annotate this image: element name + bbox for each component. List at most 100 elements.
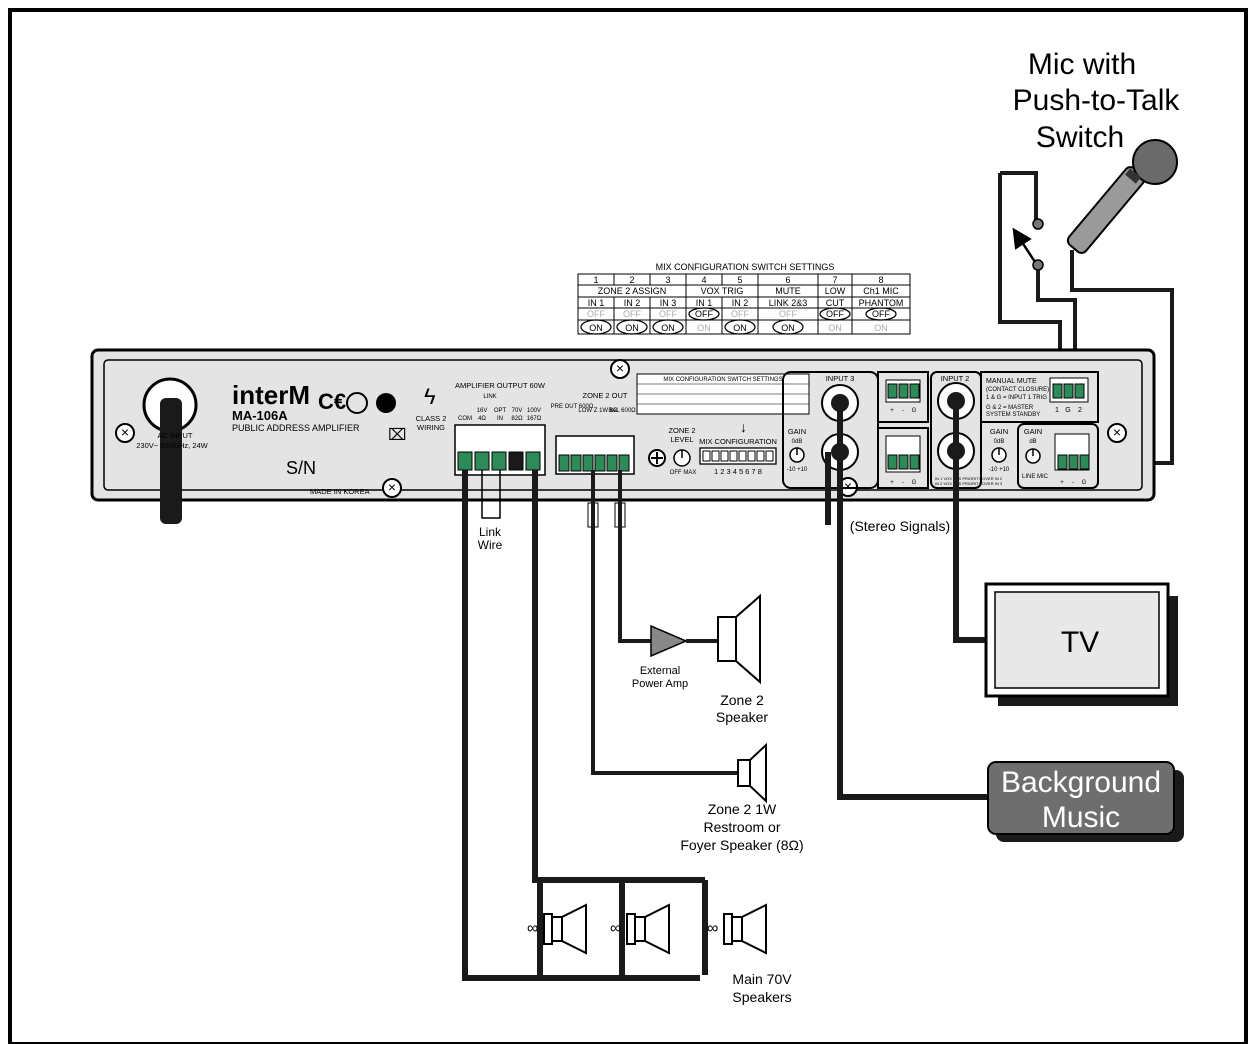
priority-note-1: IN 1 VOX HAS PRIORITY OVER IN 2 bbox=[935, 476, 1003, 481]
svg-text:Restroom or: Restroom or bbox=[703, 819, 780, 835]
svg-text:1 & G = INPUT 1 TRIG: 1 & G = INPUT 1 TRIG bbox=[986, 395, 1047, 401]
mix-config-table: MIX CONFIGURATION SWITCH SETTINGS 1 2 3 … bbox=[577, 262, 911, 335]
zone2-speaker-label-2: Speaker bbox=[716, 709, 768, 725]
input2-gain-db: 0dB bbox=[994, 439, 1005, 445]
svg-text:IN 1: IN 1 bbox=[696, 298, 713, 308]
svg-text:16V: 16V bbox=[477, 408, 488, 414]
screw-icon: × × × × × bbox=[115, 359, 1127, 498]
svg-text:IN 3: IN 3 bbox=[660, 298, 677, 308]
certification-marks: C€ bbox=[318, 389, 396, 414]
zone2-terminal-labels: PRE OUT 600Ω LOW Z 1W 8Ω BAL 600Ω bbox=[551, 404, 637, 414]
svg-text:Foyer Speaker (8Ω): Foyer Speaker (8Ω) bbox=[680, 837, 803, 853]
svg-text:7: 7 bbox=[832, 275, 837, 285]
restroom-speaker-icon bbox=[737, 742, 767, 804]
svg-text:MUTE: MUTE bbox=[775, 286, 801, 296]
svg-text:3: 3 bbox=[665, 275, 670, 285]
zone2-terminal-block[interactable] bbox=[555, 435, 635, 475]
svg-text:OPT: OPT bbox=[494, 408, 507, 414]
svg-text:+: + bbox=[1060, 480, 1064, 486]
amp-output-label: AMPLIFIER OUTPUT 60W bbox=[455, 381, 546, 390]
speaker-output-terminal-block[interactable] bbox=[454, 424, 546, 476]
svg-text:G: G bbox=[912, 480, 917, 486]
svg-text:OFF: OFF bbox=[872, 309, 890, 319]
svg-text:4Ω: 4Ω bbox=[478, 416, 486, 422]
ac-power-cord-icon bbox=[142, 377, 198, 524]
bgm-label-line1: Background bbox=[1001, 766, 1161, 799]
svg-text:CUT: CUT bbox=[826, 298, 845, 308]
svg-text:ON: ON bbox=[733, 323, 747, 333]
manual-mute-terminal-block[interactable] bbox=[1049, 377, 1089, 403]
dip-numbers-label: 1 2 3 4 5 6 7 8 bbox=[714, 467, 762, 476]
svg-text:ON: ON bbox=[625, 323, 639, 333]
svg-text:-: - bbox=[902, 408, 904, 414]
ac-input-label: AC INPUT bbox=[157, 431, 192, 440]
tv-label: TV bbox=[1061, 626, 1099, 659]
svg-text:2: 2 bbox=[1078, 407, 1082, 414]
svg-text:GAIN: GAIN bbox=[1024, 427, 1042, 436]
svg-text:INPUT 3: INPUT 3 bbox=[826, 374, 855, 383]
svg-text:LOW: LOW bbox=[825, 286, 846, 296]
svg-text:PHANTOM: PHANTOM bbox=[859, 298, 904, 308]
arrow-down-icon: ↓ bbox=[740, 419, 747, 435]
external-power-amp-icon bbox=[650, 624, 718, 658]
stereo-signals-label: (Stereo Signals) bbox=[850, 518, 950, 534]
svg-text:×: × bbox=[616, 360, 624, 376]
input1-terminal-block[interactable] bbox=[1054, 433, 1090, 471]
zone2-out-label: ZONE 2 OUT bbox=[582, 391, 627, 400]
svg-text:OFF: OFF bbox=[623, 309, 641, 319]
svg-text:IN 2: IN 2 bbox=[624, 298, 641, 308]
svg-text:70V: 70V bbox=[512, 408, 523, 414]
link-wire bbox=[481, 470, 501, 519]
input2-gain-knob[interactable] bbox=[991, 447, 1007, 463]
svg-text:OFF: OFF bbox=[826, 309, 844, 319]
input3-wiring bbox=[825, 403, 990, 800]
input3-gain-knob[interactable] bbox=[789, 447, 805, 463]
zone2-speaker-label: Zone 2 bbox=[720, 692, 764, 708]
model-label: MA-106A bbox=[232, 408, 288, 423]
mute-terminal-labels: 1 G 2 bbox=[1055, 407, 1082, 414]
svg-text:G: G bbox=[912, 408, 917, 414]
input1-gain-knob[interactable] bbox=[1025, 448, 1041, 464]
terminal-pm-labels: + - G + - G bbox=[890, 408, 916, 486]
svg-text:COM: COM bbox=[458, 416, 472, 422]
svg-text:5: 5 bbox=[737, 275, 742, 285]
svg-text:OFF: OFF bbox=[695, 309, 713, 319]
input3-screw-terminal-top[interactable] bbox=[877, 371, 929, 423]
svg-text:×: × bbox=[844, 478, 852, 494]
svg-text:G: G bbox=[1082, 480, 1087, 486]
svg-text:Mic with: Mic with bbox=[1028, 48, 1136, 81]
microphone-icon bbox=[1066, 139, 1178, 254]
zone2-level-label-2: LEVEL bbox=[670, 435, 693, 444]
off-max-label: OFF MAX bbox=[670, 470, 697, 476]
svg-text:LOW Z 1W 8Ω: LOW Z 1W 8Ω bbox=[578, 408, 618, 414]
input3-screw-terminal-bottom[interactable] bbox=[877, 427, 929, 489]
speaker-wiring bbox=[462, 470, 708, 981]
svg-text:ON: ON bbox=[781, 323, 795, 333]
svg-text:G & 2 = MASTER: G & 2 = MASTER bbox=[986, 405, 1034, 411]
svg-text:∞: ∞ bbox=[707, 920, 718, 937]
svg-text:C€: C€ bbox=[318, 389, 346, 414]
svg-text:BAL 600Ω: BAL 600Ω bbox=[608, 408, 636, 414]
bgm-label-line2: Music bbox=[1042, 801, 1120, 834]
svg-text:6: 6 bbox=[785, 275, 790, 285]
input3-gain-label: GAIN bbox=[788, 427, 806, 436]
panel-mix-config-table: MIX CONFIGURATION SWITCH SETTINGS bbox=[636, 373, 810, 415]
svg-text:Ch1 MIC: Ch1 MIC bbox=[863, 286, 899, 296]
model-description: PUBLIC ADDRESS AMPLIFIER bbox=[232, 423, 360, 433]
svg-text:×: × bbox=[388, 479, 396, 495]
zone2-level-knob[interactable] bbox=[673, 449, 691, 467]
svg-text:ZONE 2 ASSIGN: ZONE 2 ASSIGN bbox=[598, 286, 667, 296]
ext-amp-label: External bbox=[640, 665, 680, 677]
zone2-level-label: ZONE 2 bbox=[668, 426, 695, 435]
dip-switch-bank[interactable] bbox=[699, 447, 777, 465]
output-terminal-labels: COM 16V OPT 70V 100V 4Ω IN 82Ω 167Ω bbox=[458, 408, 542, 422]
svg-text:OFF: OFF bbox=[731, 309, 749, 319]
mic-label: Mic with Push-to-Talk Switch bbox=[1013, 48, 1181, 154]
svg-text:G: G bbox=[1065, 407, 1070, 414]
input2-gain-label: GAIN bbox=[990, 427, 1008, 436]
svg-text:LINE MIC: LINE MIC bbox=[1022, 474, 1049, 480]
zone2-speaker-icon bbox=[717, 593, 761, 685]
svg-text:ON: ON bbox=[697, 323, 711, 333]
input1-module: GAIN dB LINE MIC bbox=[1017, 423, 1099, 489]
